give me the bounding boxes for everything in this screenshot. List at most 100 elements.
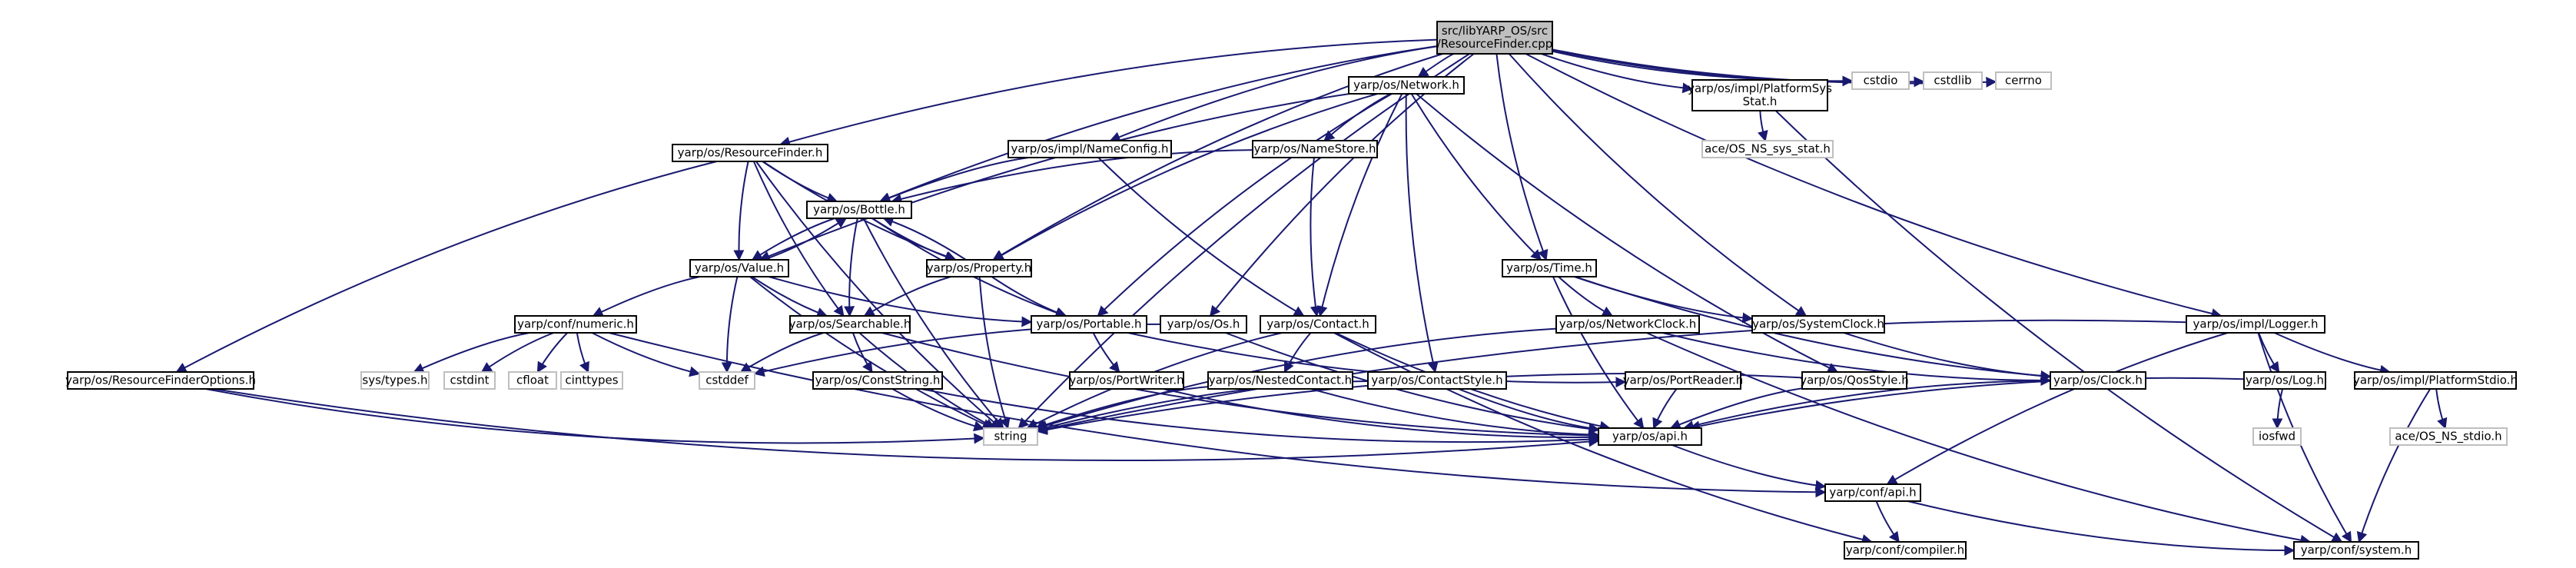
node-label-line: yarp/conf/compiler.h (1846, 543, 1964, 557)
node-network-h[interactable]: yarp/os/Network.h (1348, 76, 1465, 95)
edge-line (1758, 110, 1768, 142)
node-bottle-h[interactable]: yarp/os/Bottle.h (806, 201, 912, 219)
edge-line (1017, 53, 1470, 430)
edge-root-to-bottle_h (878, 45, 1438, 203)
node-compiler-h[interactable]: yarp/conf/compiler.h (1844, 541, 1967, 560)
node-label-line: yarp/os/impl/NameConfig.h (1011, 142, 1168, 156)
edge-line (991, 276, 1067, 318)
edge-line (863, 276, 951, 317)
edge-numeric_h-to-cfloat (536, 332, 569, 374)
node-box (1367, 371, 1507, 390)
edge-platformsysstat_h-to-system_h (1774, 110, 2343, 543)
edge-line (882, 216, 967, 261)
node-log-h[interactable]: yarp/os/Log.h (2243, 371, 2326, 390)
edge-root-to-property_h (992, 53, 1443, 261)
node-logger-h[interactable]: yarp/os/impl/Logger.h (2186, 315, 2325, 334)
edge-nestedcontact_h-to-string (1034, 386, 1209, 430)
node-string: string (983, 427, 1038, 446)
node-contactstyle-h[interactable]: yarp/os/ContactStyle.h (1367, 371, 1507, 390)
edge-line (1669, 387, 1803, 430)
node-portable-h[interactable]: yarp/os/Portable.h (1031, 315, 1147, 334)
node-label-line: yarp/os/ConstString.h (815, 374, 941, 387)
node-box (1502, 259, 1597, 277)
node-api-h[interactable]: yarp/os/api.h (1598, 427, 1702, 446)
edge-line (1092, 332, 1120, 374)
node-portreader-h[interactable]: yarp/os/PortReader.h (1623, 371, 1744, 390)
node-clock-h[interactable]: yarp/os/Clock.h (2050, 371, 2146, 390)
edge-line (576, 332, 589, 374)
edge-line (878, 45, 1438, 203)
edge-line (1458, 388, 1600, 433)
edge-line (591, 332, 701, 377)
node-root[interactable]: src/libYARP_OS/src/ResourceFinder.cpp (1436, 21, 1553, 55)
node-box (1701, 140, 1834, 158)
node-os-h[interactable]: yarp/os/Os.h (1160, 315, 1247, 334)
node-label-line: yarp/os/Time.h (1506, 261, 1592, 275)
node-searchable-h[interactable]: yarp/os/Searchable.h (789, 315, 911, 334)
node-portwriter-h[interactable]: yarp/os/PortWriter.h (1069, 371, 1184, 390)
edge-time_h-to-networkclock_h (1558, 276, 1614, 317)
node-box (1824, 483, 1921, 502)
edge-searchable_h-to-conststring_h (851, 332, 873, 374)
edge-time_h-to-api_h (1552, 276, 1645, 430)
node-qosstyle-h[interactable]: yarp/os/QosStyle.h (1800, 371, 1909, 390)
edge-contact_h-to-api_h (1335, 332, 1611, 432)
node-numeric-h[interactable]: yarp/conf/numeric.h (514, 315, 637, 334)
node-networkclock-h[interactable]: yarp/os/NetworkClock.h (1555, 315, 1700, 334)
node-property-h[interactable]: yarp/os/Property.h (926, 259, 1032, 277)
edge-resourcefinder_h-to-rfoptions_h (175, 161, 717, 373)
edge-line (2258, 332, 2280, 374)
edge-network_h-to-time_h (1410, 93, 1542, 261)
node-label-line: cstddef (705, 374, 749, 387)
edge-bottle_h-to-string (862, 218, 1004, 430)
edge-namestore_h-to-bottle_h (891, 149, 1253, 204)
edge-searchable_h-to-api_h (881, 332, 1600, 441)
node-box (689, 259, 789, 277)
node-box (1851, 71, 1910, 90)
node-label-line: cfloat (516, 374, 549, 387)
node-nestedcontact-h[interactable]: yarp/os/NestedContact.h (1207, 371, 1353, 390)
node-label-line: cstdio (1864, 74, 1898, 88)
edge-line (768, 276, 1033, 327)
edge-searchable_h-to-cstddef (739, 332, 824, 373)
edge-portable_h-to-portwriter_h (1092, 332, 1120, 374)
edge-line (778, 38, 1438, 148)
edge-log_h-to-api_h (1688, 377, 2245, 432)
edge-line (871, 218, 956, 262)
node-label-line: yarp/conf/api.h (1829, 486, 1916, 500)
node-box (560, 371, 623, 390)
node-box (1844, 541, 1967, 560)
node-label-line: yarp/os/impl/PlatformStdio.h (2353, 374, 2518, 387)
edge-contactstyle_h-to-api_h (1458, 388, 1600, 433)
edge-line (1844, 332, 2052, 382)
edge-line (1335, 332, 1611, 432)
edge-resourcefinder_h-to-bottle_h (762, 161, 838, 204)
node-resourcefinder-h[interactable]: yarp/os/ResourceFinder.h (672, 144, 828, 162)
node-value-h[interactable]: yarp/os/Value.h (689, 259, 789, 277)
node-conf-api-h[interactable]: yarp/conf/api.h (1824, 483, 1921, 502)
node-label-line: src/libYARP_OS/src (1442, 24, 1548, 38)
node-systemclock-h[interactable]: yarp/os/SystemClock.h (1751, 315, 1885, 334)
node-platformstdio-h[interactable]: yarp/os/impl/PlatformStdio.h (2353, 371, 2518, 390)
node-contact-h[interactable]: yarp/os/Contact.h (1260, 315, 1376, 334)
node-conststring-h[interactable]: yarp/os/ConstString.h (812, 371, 943, 390)
edge-api_h-to-conf_api_h (1671, 444, 1827, 491)
edge-numeric_h-to-cinttypes (576, 332, 589, 374)
node-nameconfig-h[interactable]: yarp/os/impl/NameConfig.h (1007, 140, 1172, 158)
node-system-h[interactable]: yarp/conf/system.h (2293, 541, 2419, 560)
edge-network_h-to-contactstyle_h (1405, 93, 1439, 374)
node-rfoptions-h[interactable]: yarp/os/ResourceFinderOptions.h (65, 371, 256, 390)
node-box (1252, 140, 1378, 158)
edge-logger_h-to-platformstdio_h (2274, 332, 2391, 376)
edge-bottle_h-to-searchable_h (844, 218, 858, 317)
edge-line (175, 161, 717, 373)
edge-line (1574, 276, 2052, 381)
node-namestore-h[interactable]: yarp/os/NameStore.h (1252, 140, 1378, 158)
node-box (2354, 371, 2517, 390)
node-time-h[interactable]: yarp/os/Time.h (1502, 259, 1597, 277)
node-box (1436, 21, 1553, 55)
edge-line (1225, 332, 1600, 434)
edge-line (1541, 53, 1694, 94)
edge-rfoptions_h-to-string (205, 388, 985, 444)
